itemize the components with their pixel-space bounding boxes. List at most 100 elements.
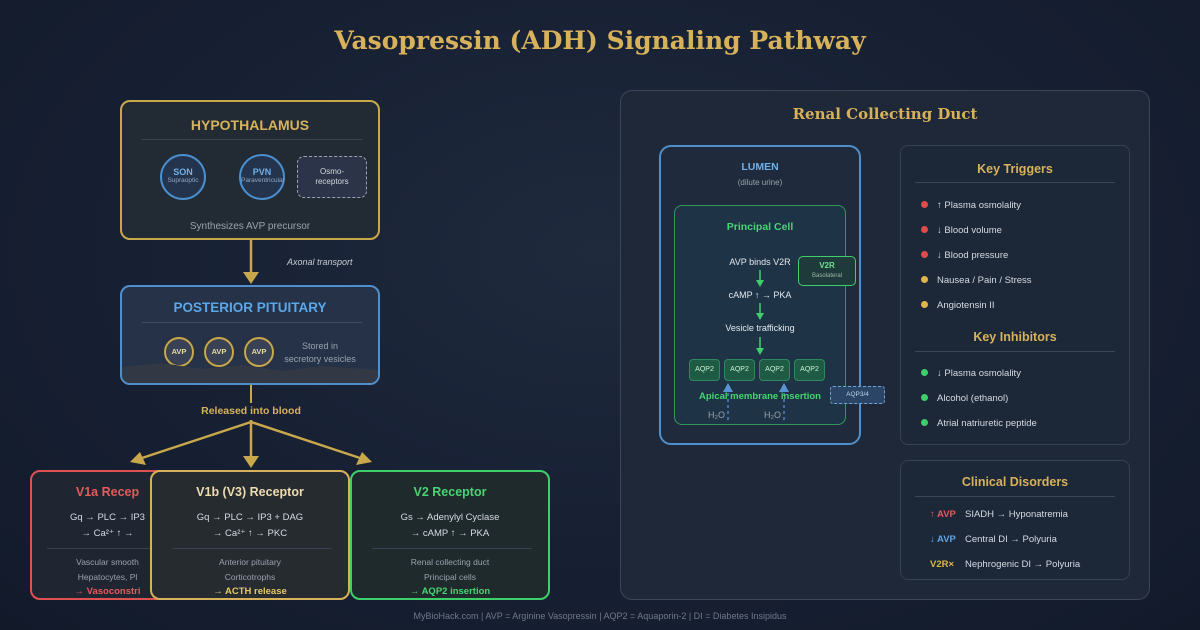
status-dot: [921, 201, 928, 208]
v2-tissue2: Principal cells: [424, 572, 476, 582]
v1a-tissue1: Vascular smooth: [76, 557, 139, 567]
osmoreceptors-box: Osmo- receptors: [297, 156, 367, 198]
lumen-sub: (dilute urine): [737, 178, 783, 187]
v1b-line1: Gq → PLC → IP3 + DAG: [196, 512, 304, 523]
texture-band: [122, 363, 378, 383]
step-camp: cAMP ↑ → PKA: [728, 290, 792, 300]
divider: [372, 548, 532, 549]
inhibitor-item: Atrial natriuretic peptide: [921, 418, 1037, 429]
released-label: Released into blood: [201, 405, 301, 417]
aqp2-channel: AQP2: [724, 359, 755, 381]
page-title: Vasopressin (ADH) Signaling Pathway: [334, 26, 866, 55]
divider: [915, 182, 1115, 183]
osmo-line1: Osmo-: [320, 167, 344, 176]
clinical-text: SIADH → Hyponatremia: [965, 509, 1068, 520]
clinical-row: ↑ AVP SIADH → Hyponatremia: [930, 509, 1068, 520]
osmo-line2: receptors: [315, 177, 349, 186]
divider: [915, 496, 1115, 497]
hypothalamus-box: HYPOTHALAMUS SON Supraoptic PVN Paravent…: [120, 100, 380, 240]
clinical-panel: Clinical Disorders: [900, 460, 1130, 580]
clinical-text: Nephrogenic DI → Polyuria: [965, 559, 1081, 570]
posterior-pituitary-label: POSTERIOR PITUITARY: [173, 300, 327, 315]
clinical-tag: V2R×: [930, 559, 955, 570]
storage-note: Stored in secretory vesicles: [282, 340, 358, 366]
trigger-text: ↑ Plasma osmolality: [937, 200, 1021, 211]
clinical-row: ↓ AVP Central DI → Polyuria: [930, 534, 1057, 545]
trigger-item: ↓ Blood volume: [921, 225, 1002, 236]
clinical-text: Central DI → Polyuria: [965, 534, 1057, 545]
v1b-tissue1: Anterior pituitary: [219, 557, 281, 567]
son-abbr: SON: [173, 167, 193, 177]
v1a-title: V1a Recep: [75, 485, 140, 499]
trigger-item: Nausea / Pain / Stress: [921, 275, 1032, 286]
v1a-effect: → Vasoconstri: [74, 586, 141, 597]
clinical-row: V2R× Nephrogenic DI → Polyuria: [930, 559, 1080, 570]
status-dot: [921, 251, 928, 258]
storage-note-line2: secretory vesicles: [284, 354, 356, 364]
posterior-pituitary-box: POSTERIOR PITUITARY AVP AVP AVP Stored i…: [120, 285, 380, 385]
trigger-text: Angiotensin II: [937, 300, 995, 311]
divider: [142, 139, 362, 140]
status-dot: [921, 419, 928, 426]
clinical-tag: ↑ AVP: [930, 509, 956, 520]
aqp2-channel: AQP2: [759, 359, 790, 381]
apical-insertion-label: Apical membrane insertion: [699, 391, 821, 402]
status-dot: [921, 226, 928, 233]
trigger-item: ↓ Blood pressure: [921, 250, 1008, 261]
trigger-text: ↓ Blood pressure: [937, 250, 1009, 261]
divider: [47, 548, 172, 549]
clinical-title: Clinical Disorders: [961, 475, 1069, 489]
aqp34-label: AQP3/4: [830, 386, 885, 404]
trigger-text: Nausea / Pain / Stress: [937, 275, 1032, 286]
pvn-name: Paraventricular: [241, 177, 285, 184]
hypothalamus-label: HYPOTHALAMUS: [190, 117, 310, 133]
clinical-tag: ↓ AVP: [930, 534, 956, 545]
trigger-text: ↓ Blood volume: [937, 225, 1002, 236]
aqp2-channel: AQP2: [689, 359, 720, 381]
divider: [915, 351, 1115, 352]
hypothalamus-note: Synthesizes AVP precursor: [189, 221, 311, 232]
inhibitor-item: ↓ Plasma osmolality: [921, 368, 1021, 379]
v1a-line1: Gq → PLC → IP3: [70, 512, 145, 523]
axonal-transport-label: Axonal transport: [287, 257, 353, 267]
lumen-label: LUMEN: [741, 161, 779, 173]
status-dot: [921, 394, 928, 401]
triggers-title: Key Triggers: [977, 162, 1053, 176]
triggers-panel: Key Triggers Key Inhibitors: [900, 145, 1130, 445]
v2-effect: → AQP2 insertion: [409, 586, 491, 597]
v1b-receptor-box: V1b (V3) Receptor Gq → PLC → IP3 + DAG →…: [150, 470, 350, 600]
footer: MyBioHack.com | AVP = Arginine Vasopress…: [413, 611, 787, 621]
status-dot: [921, 276, 928, 283]
step-avp-binds: AVP binds V2R: [729, 257, 791, 267]
inhibitor-item: Alcohol (ethanol): [921, 393, 1008, 404]
renal-title: Renal Collecting Duct: [792, 105, 978, 123]
aqp2-channel: AQP2: [794, 359, 825, 381]
v2r-label: V2R: [819, 261, 835, 270]
status-dot: [921, 369, 928, 376]
avp-vesicle: AVP: [204, 337, 234, 367]
v2-title: V2 Receptor: [413, 485, 487, 499]
inhibitor-text: Atrial natriuretic peptide: [937, 418, 1037, 429]
inhibitor-text: ↓ Plasma osmolality: [937, 368, 1021, 379]
v1b-effect: → ACTH release: [213, 586, 287, 597]
v1b-tissue2: Corticotrophs: [224, 572, 276, 582]
divider: [142, 322, 362, 323]
water-label: H₂O: [764, 410, 781, 420]
inhibitors-title: Key Inhibitors: [973, 330, 1057, 344]
storage-note-line1: Stored in: [301, 341, 339, 351]
step-vesicle: Vesicle trafficking: [725, 323, 795, 333]
v2-receptor-box: V2 Receptor Gs → Adenylyl Cyclase → cAMP…: [350, 470, 550, 600]
son-name: Supraoptic: [167, 177, 199, 184]
divider: [172, 548, 332, 549]
v2r-box: V2R Basolateral: [798, 256, 856, 286]
trigger-item: Angiotensin II: [921, 300, 995, 311]
v2-line1: Gs → Adenylyl Cyclase: [400, 512, 500, 523]
v1a-line2: → Ca²⁺ ↑ →: [81, 528, 134, 539]
principal-cell-label: Principal Cell: [726, 221, 794, 233]
pvn-abbr: PVN: [252, 167, 272, 177]
v2-line2: → cAMP ↑ → PKA: [410, 528, 490, 539]
v1a-tissue2: Hepatocytes, Pl: [77, 572, 138, 582]
trigger-item: ↑ Plasma osmolality: [921, 200, 1021, 211]
